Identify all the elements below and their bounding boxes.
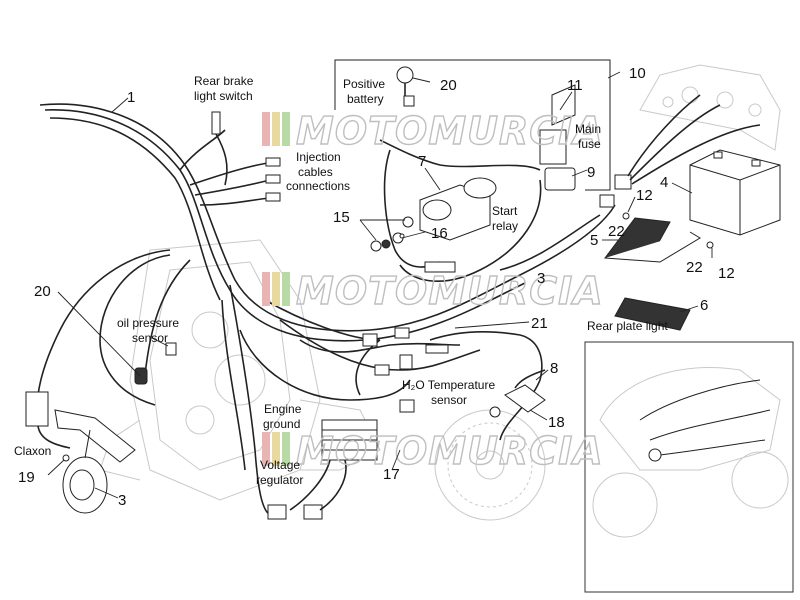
callout-19: 19 [18, 469, 35, 486]
label-engine-ground-line2: ground [263, 417, 300, 431]
watermark-text-middle: MOTOMURCIA [296, 269, 604, 313]
tail-light-connector [614, 174, 632, 190]
label-oil-pressure-line2: sensor [132, 331, 168, 345]
label-voltage-regulator-line2: regulator [256, 473, 303, 487]
callout-22-upper: 22 [608, 223, 625, 240]
callout-12-lower: 12 [718, 265, 735, 282]
callout-3-harness: 3 [537, 270, 545, 287]
label-main-fuse-line2: fuse [578, 137, 601, 151]
label-rear-brake-line2: light switch [194, 89, 253, 103]
label-injection-line3: connections [286, 179, 350, 193]
callout-numbers: 1 3 3 4 5 6 7 8 9 10 11 12 12 15 16 17 1… [18, 65, 735, 509]
callout-8: 8 [550, 360, 558, 377]
harness-connector-low2 [399, 354, 413, 370]
rear-brake-switch-wire [215, 133, 228, 186]
callout-5: 5 [590, 232, 598, 249]
injection-connector-c [265, 192, 281, 202]
watermark: MOTOMURCIA MOTOMURCIA MOTOMURCIA [262, 108, 604, 474]
h2o-temperature-sensor [489, 369, 546, 418]
label-start-relay-line1: Start [492, 204, 518, 218]
label-main-fuse-line1: Main [575, 122, 601, 136]
label-oil-pressure-line1: oil pressure [117, 316, 179, 330]
callout-16: 16 [431, 225, 448, 242]
label-injection-line1: Injection [296, 150, 341, 164]
callout-15: 15 [333, 209, 350, 226]
voltage-regulator [289, 419, 378, 511]
relay-lead-connector [424, 261, 456, 273]
label-rear-brake-line1: Rear brake [194, 74, 254, 88]
connectors [25, 111, 632, 520]
callout-6: 6 [700, 297, 708, 314]
regulator-connector-b [303, 504, 323, 520]
callout-7: 7 [418, 153, 426, 170]
rear-brake-switch-connector [211, 111, 221, 135]
label-h2o-temp-line2: sensor [431, 393, 467, 407]
callout-3-claxon: 3 [118, 492, 126, 509]
oil-pressure-sensor-connector [134, 367, 148, 385]
label-claxon: Claxon [14, 444, 51, 458]
label-positive-line2: battery [347, 92, 384, 106]
harness-connector-low [374, 364, 390, 376]
oil-pressure-sensor-body [165, 342, 177, 356]
watermark-text-top: MOTOMURCIA [296, 109, 604, 153]
callout-17: 17 [383, 466, 400, 483]
h2o-temp-connector [399, 399, 415, 413]
fuse-lead-connector [599, 194, 615, 208]
harness-connector-mid2 [394, 327, 410, 339]
callout-12-upper: 12 [636, 187, 653, 204]
relay-washers [370, 216, 414, 252]
callout-1: 1 [127, 89, 135, 106]
callout-9: 9 [587, 164, 595, 181]
tail-light-ghost [639, 64, 781, 151]
label-h2o-temp-line1: H₂O Temperature [402, 378, 495, 392]
label-start-relay-line2: relay [492, 219, 518, 233]
tail-light-wiring [627, 94, 761, 185]
regulator-connector-a [267, 504, 287, 520]
start-relay [419, 177, 497, 241]
rear-plate-light [614, 297, 691, 331]
watermark-text-bottom: MOTOMURCIA [296, 429, 604, 473]
engine-ghost [99, 239, 381, 501]
callout-10: 10 [629, 65, 646, 82]
positive-battery-terminal [396, 66, 415, 107]
callout-20-oil: 20 [34, 283, 51, 300]
battery [689, 149, 781, 236]
label-rear-plate-light: Rear plate light [587, 319, 668, 333]
injection-connector-b [265, 174, 281, 184]
harness-connector-mid [362, 333, 378, 347]
battery-bracket [604, 212, 714, 263]
claxon [37, 409, 136, 514]
group-10-outline [334, 59, 611, 191]
leader-lines [47, 71, 713, 499]
part-labels: Rear brake light switch Injection cables… [14, 74, 668, 487]
label-engine-ground-line1: Engine [264, 402, 302, 416]
claxon-connector [25, 391, 49, 427]
callout-4: 4 [660, 174, 668, 191]
callout-21: 21 [531, 315, 548, 332]
label-injection-line2: cables [298, 165, 333, 179]
callout-22-lower: 22 [686, 259, 703, 276]
callout-18: 18 [548, 414, 565, 431]
callout-20-battery: 20 [440, 77, 457, 94]
motorcycle-inset [584, 341, 794, 593]
label-voltage-regulator-line1: Voltage [260, 458, 300, 472]
injection-connector-a [265, 157, 281, 167]
label-positive-line1: Positive [343, 77, 385, 91]
callout-11: 11 [567, 77, 583, 94]
harness-connector-low3 [425, 344, 449, 354]
main-wiring-harness [37, 103, 616, 516]
